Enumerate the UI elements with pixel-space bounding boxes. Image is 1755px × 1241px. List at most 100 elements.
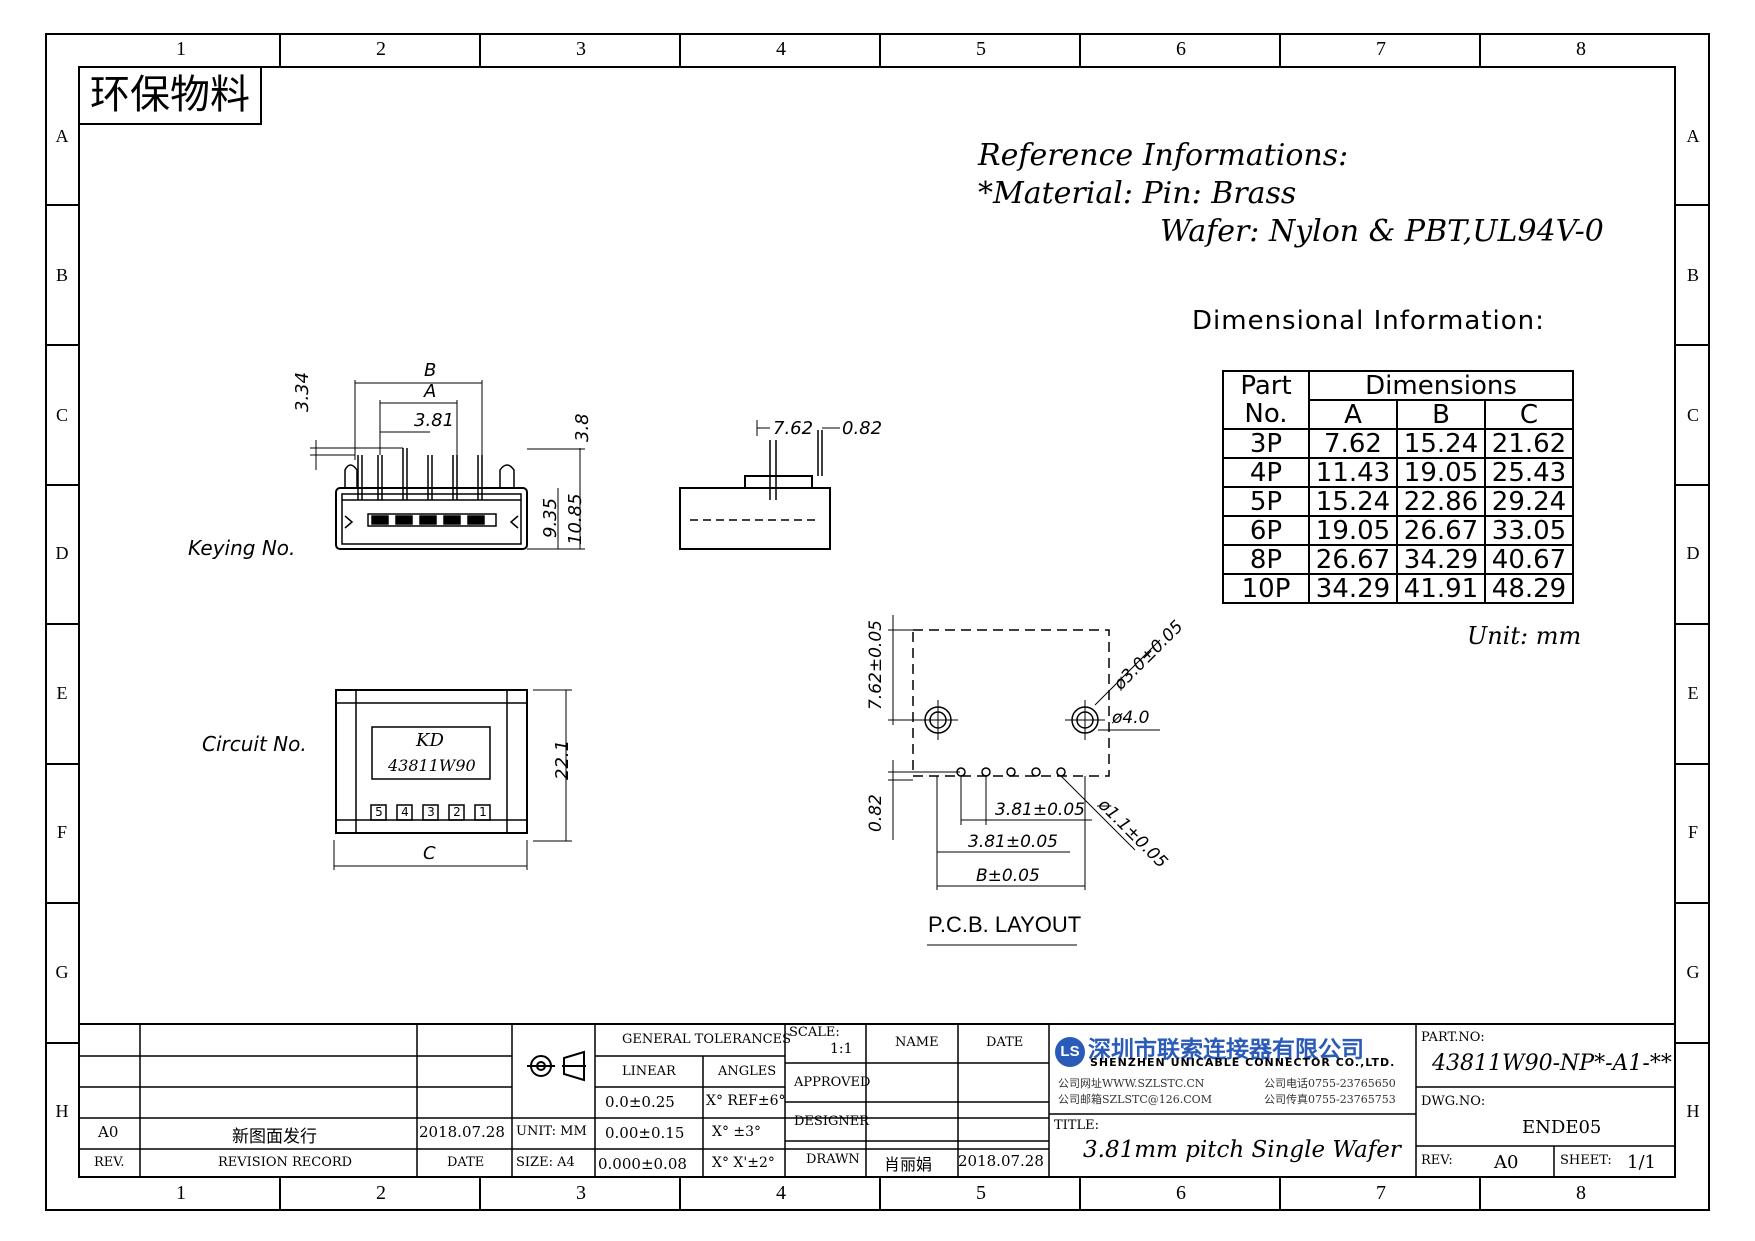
zone-row-d: D [55,543,69,563]
row-part: 6P [1222,515,1310,546]
row-part: 3P [1222,428,1310,459]
front-label-a: A [424,381,437,402]
header-c: C [1484,399,1574,430]
tolerance-3: 0.000±0.08 [598,1155,687,1173]
pcb-layout-title: P.C.B. LAYOUT [928,912,1082,937]
revision-record-label: REVISION RECORD [218,1155,353,1170]
row-a: 34.29 [1308,573,1398,604]
zone-col-8-bottom: 8 [1576,1182,1586,1204]
reference-heading: Reference Informations: [978,138,1349,173]
projection-symbol [527,1050,586,1082]
front-pitch: 3.81 [414,410,455,431]
row-part: 4P [1222,457,1310,488]
table-header-row: Part Dimensions [1222,370,1574,401]
pcb-pitch-2: 3.81±0.05 [968,832,1058,852]
reference-material: *Material: Pin: Brass [978,176,1297,211]
pin-4-label: 4 [401,805,409,819]
table-row: 10P 34.29 41.91 48.29 [1222,573,1574,604]
drawn-date: 2018.07.28 [958,1152,1044,1170]
pin-5-label: 5 [375,805,383,819]
zone-col-2: 2 [376,38,386,60]
zone-col-1: 1 [176,38,186,60]
header-dimensions: Dimensions [1308,370,1574,401]
zone-row-a-right: A [1686,126,1700,146]
tolerance-1: 0.0±0.25 [605,1093,675,1111]
zone-row-b: B [55,265,68,285]
scale-value: 1:1 [830,1041,853,1057]
scale-label: SCALE: [789,1025,840,1040]
zone-row-g: G [55,962,69,982]
rev-value: A0 [1494,1152,1519,1173]
zone-col-7-bottom: 7 [1376,1182,1386,1204]
sheet-label: SHEET: [1560,1153,1612,1168]
zone-col-6: 6 [1176,38,1186,60]
general-tolerances: GENERAL TOLERANCES [622,1032,792,1047]
row-a: 11.43 [1308,457,1398,488]
company-name-cn: 深圳市联索连接器有限公司 [1088,1037,1364,1063]
table-row: 4P 11.43 19.05 25.43 [1222,457,1574,488]
pcb-dim-40: ø4.0 [1112,708,1150,728]
row-c: 29.24 [1484,486,1574,517]
table-row: 3P 7.62 15.24 21.62 [1222,428,1574,459]
row-a: 15.24 [1308,486,1398,517]
company-logo [1055,1037,1085,1067]
zone-row-f: F [56,822,67,842]
zone-row-g-right: G [1686,962,1700,982]
pin-2-label: 2 [453,805,461,819]
linear-label: LINEAR [622,1064,676,1079]
sheet-value: 1/1 [1627,1152,1656,1173]
drawing-title: 3.81mm pitch Single Wafer [1083,1137,1401,1163]
part-no-label: PART.NO: [1421,1030,1485,1045]
bottom-label-c: C [423,843,436,864]
zone-col-6-bottom: 6 [1176,1182,1186,1204]
rev-label-2: REV: [1421,1153,1453,1168]
angle-tol-3: X° X'±2° [712,1155,775,1171]
zone-col-4-bottom: 4 [776,1182,786,1204]
row-c: 40.67 [1484,544,1574,575]
header-part: Part [1222,370,1310,400]
date-header: DATE [986,1035,1024,1050]
title-label: TITLE: [1054,1118,1099,1133]
side-dim-082: 0.82 [842,418,883,439]
dimensional-heading: Dimensional Information: [1192,306,1545,336]
company-phone: 公司电话0755-23765650 [1264,1077,1396,1090]
table-header-row: No. A B C [1222,399,1574,430]
row-part: 8P [1222,544,1310,575]
zone-row-c-right: C [1686,405,1699,425]
company-web: 公司网址WWW.SZLSTC.CN [1058,1077,1205,1090]
front-label-b: B [424,360,437,381]
rev-label: REV. [94,1155,125,1170]
zone-col-8: 8 [1576,38,1586,60]
drawing-frame-outer [45,33,1710,1211]
row-c: 33.05 [1484,515,1574,546]
zone-row-d-right: D [1686,543,1700,563]
table-row: 8P 26.67 34.29 40.67 [1222,544,1574,575]
front-view [310,380,585,550]
angles-label: ANGLES [718,1064,777,1079]
row-a: 26.67 [1308,544,1398,575]
rev-a0: A0 [98,1123,119,1141]
table-row: 6P 19.05 26.67 33.05 [1222,515,1574,546]
environmental-material-badge: 环保物料 [78,66,262,125]
company-email: 公司邮箱SZLSTC@126.COM [1058,1093,1212,1106]
zone-row-h: H [55,1101,69,1121]
zone-col-7: 7 [1376,38,1386,60]
dimension-table: Part Dimensions No. A B C 3P 7.62 15.24 … [1222,370,1574,604]
zone-col-4: 4 [776,38,786,60]
angle-tol-2: X° ±3° [712,1124,762,1140]
tolerance-2: 0.00±0.15 [605,1124,685,1142]
zone-row-h-right: H [1686,1101,1700,1121]
part-no: 43811W90-NP*-A1-** [1432,1051,1672,1076]
zone-col-2-bottom: 2 [376,1182,386,1204]
row-part: 5P [1222,486,1310,517]
zone-col-3-bottom: 3 [576,1182,586,1204]
zone-row-a: A [55,126,69,146]
zone-col-1-bottom: 1 [176,1182,186,1204]
row-b: 41.91 [1396,573,1486,604]
pin-3-label: 3 [427,805,435,819]
header-no: No. [1222,400,1310,430]
header-a: A [1308,399,1398,430]
zone-row-b-right: B [1686,265,1699,285]
